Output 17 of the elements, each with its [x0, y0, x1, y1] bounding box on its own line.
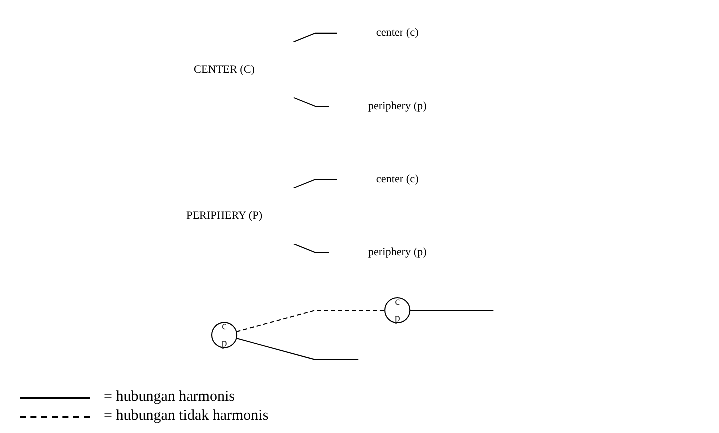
node-text: CENTER (C) — [194, 64, 255, 76]
connector — [294, 179, 338, 189]
node-circle: c p — [384, 297, 411, 324]
connector — [294, 32, 338, 43]
legend-text: = hubungan tidak harmonis — [104, 408, 269, 425]
node-text: PERIPHERY (P) — [186, 210, 262, 222]
connector — [236, 338, 359, 360]
connector — [410, 310, 494, 312]
legend-text: = hubungan harmonis — [104, 389, 235, 406]
node-text: center (c) — [376, 173, 419, 186]
connector — [294, 97, 330, 108]
connector — [236, 310, 385, 332]
node-text: periphery (p) — [368, 246, 427, 258]
node-text: periphery (p) — [368, 100, 427, 112]
connector — [294, 244, 330, 254]
node-text: center (c) — [376, 27, 419, 39]
node-circle: c p — [211, 322, 238, 348]
